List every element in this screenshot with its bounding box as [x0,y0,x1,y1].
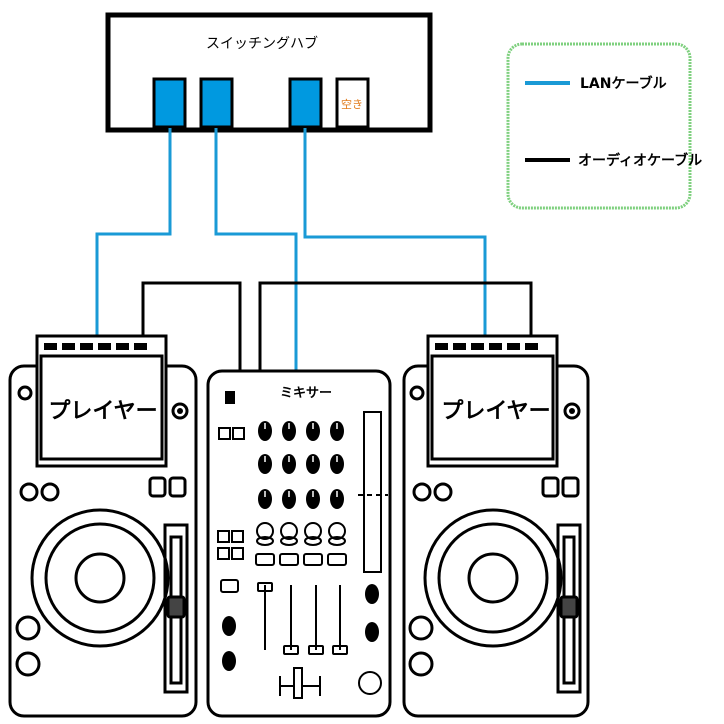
hub-port-3 [288,77,323,129]
audio-cable-left [141,281,242,370]
left-player-label: プレイヤー [48,399,157,424]
mixer-knobs [258,421,344,509]
mixer-btn-1 [218,427,231,440]
left-player-pitch-fader [166,595,186,619]
right-player-cue-button [408,651,434,677]
mixer-side-btn-2 [231,530,244,543]
switching-hub: スイッチングハブ 空き [105,12,433,133]
right-player-jog-wheel-mid [437,522,549,634]
right-player-pitch-track-outer [556,523,582,694]
right-player-btn-b [433,482,453,502]
left-player: プレイヤー [8,334,198,718]
left-player-pad-b [168,476,187,498]
right-player-small-button [409,385,425,401]
left-player-pitch-track-outer [163,523,189,694]
mixer-side-knob-1 [222,616,236,636]
legend-lan-label: LANケーブル [580,75,667,92]
mixer-side-knob-2 [222,651,236,671]
right-player-pitch-fader [559,595,579,619]
hub-port-2 [199,77,234,129]
mixer-side-btn-4 [231,547,244,560]
lan-cable-left-player [95,128,172,338]
mixer-body [206,369,392,718]
mixer-side-btn-5 [220,579,239,593]
right-player-label: プレイヤー [441,399,550,424]
hub-port-1 [152,77,187,129]
mixer-side-btn-3 [217,547,230,560]
left-player-jog-wheel-mid [44,522,156,634]
left-player-jog-wheel-center [74,552,126,604]
mixer-side-btn-1 [217,530,230,543]
mixer-label: ミキサー [280,386,332,401]
left-player-jog-wheel-outer [30,508,170,648]
switching-hub-title: スイッチングハブ [206,35,318,52]
left-player-pad-a [148,476,167,498]
right-player-screen [430,354,555,461]
left-player-screen [39,354,164,461]
legend-audio-label: オーディオケーブル [578,152,702,169]
left-player-cue-button [15,651,41,677]
legend-box [506,42,692,210]
mixer-btn-2 [232,427,245,440]
mixer-vu-meter [363,411,382,573]
left-player-btn-b [40,482,60,502]
right-player-play-button [408,615,434,641]
left-player-knob-dot [177,408,183,414]
hub-port-empty [335,77,370,129]
mixer-right-knob-2 [365,622,379,642]
right-player-btn-a [412,482,432,502]
right-player: プレイヤー [402,334,590,718]
legend: LANケーブル オーディオケーブル [506,42,702,210]
right-player-pad-a [541,476,560,498]
left-player-play-button [15,615,41,641]
right-player-top-leds [435,343,538,350]
audio-cables [141,281,533,370]
empty-port-label: 空き [341,97,363,111]
left-player-small-button [17,385,33,401]
mixer-right-button [358,671,382,695]
lan-cable-right-player [303,128,487,338]
mixer-knob-highlights [264,423,338,497]
right-player-jog-wheel-outer [423,508,563,648]
left-player-knob-outer [171,402,189,420]
mixer-channel-buttons [255,553,347,566]
mixer-filter-knobs [256,522,346,546]
right-player-pad-b [561,476,580,498]
right-player-knob-outer [563,402,581,420]
lan-cable-mixer [214,128,298,372]
mixer: ミキサー [206,369,392,718]
audio-cable-right [258,281,533,370]
mixer-right-knob-1 [365,584,379,604]
mixer-power-indicator [225,391,235,404]
mixer-crossfader [279,667,321,699]
lan-cables [95,128,487,372]
left-player-top-leds [44,343,147,350]
mixer-channel-faders [257,582,348,655]
right-player-knob-dot [569,408,575,414]
right-player-jog-wheel-center [467,552,519,604]
left-player-btn-a [19,482,39,502]
